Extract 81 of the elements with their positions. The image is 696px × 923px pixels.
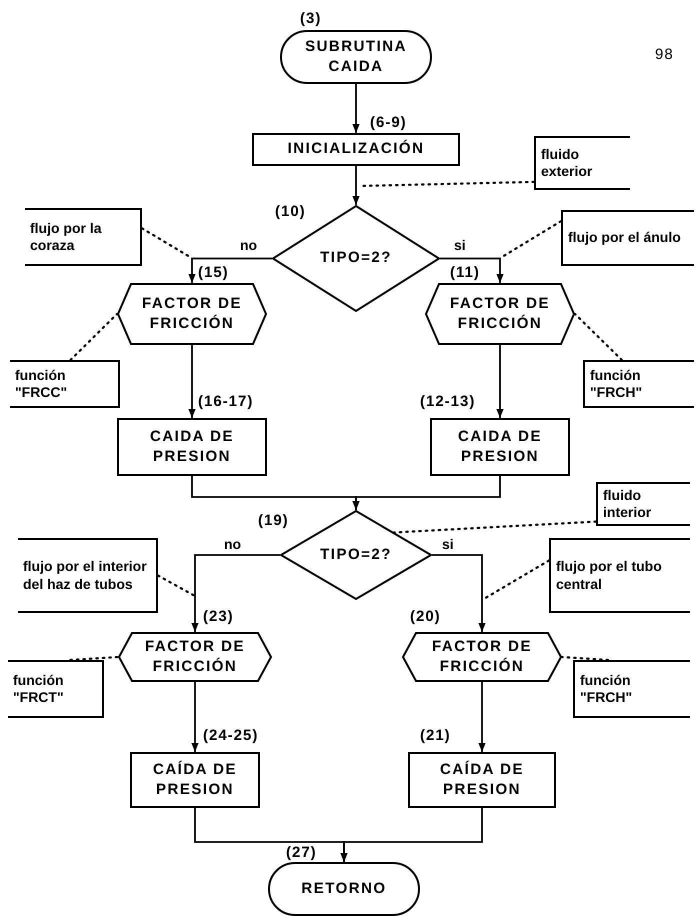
edge-label: si [452, 238, 468, 254]
annotation-text: flujo por la coraza [30, 220, 103, 254]
step-number: (15) [198, 264, 229, 281]
annotation-box [534, 136, 630, 190]
step-label: CAÍDA DE PRESION [439, 760, 525, 800]
annotation-box [25, 208, 142, 266]
preparation-hexagon [425, 283, 575, 345]
leader-line [156, 574, 196, 598]
step-number: (3) [300, 10, 322, 27]
step-label: FACTOR DE FRICCIÓN [431, 636, 533, 677]
annotation-box [561, 210, 694, 266]
leader-line [560, 656, 610, 662]
step-number: (11) [450, 264, 480, 281]
arrow [440, 258, 504, 283]
arrow [352, 476, 501, 510]
preparation-hexagon [117, 283, 267, 345]
step-number: (12-13) [420, 393, 476, 410]
arrow [352, 84, 360, 133]
preparation-hexagon [118, 632, 272, 682]
leader-line [69, 312, 118, 362]
step-label: RETORNO [301, 878, 387, 899]
arrow [188, 345, 196, 418]
annotation-text: fluido interior [603, 486, 652, 522]
annotation-box [10, 360, 120, 408]
step-label: FACTOR DE FRICCIÓN [144, 636, 246, 677]
process-box [130, 752, 260, 808]
annotation-text: función "FRCT" [13, 672, 65, 706]
terminal-shape [268, 862, 420, 916]
annotation-text: fluido exterior [541, 146, 594, 180]
terminal-shape [280, 30, 432, 84]
step-label: CAIDA DE PRESION [149, 426, 235, 467]
step-number: (24-25) [203, 727, 258, 744]
decision-diamond [272, 205, 440, 312]
annotation-box [8, 660, 104, 718]
step-label: INICIALIZACIÓN [288, 139, 424, 160]
process-box [252, 133, 460, 166]
step-number: (21) [420, 727, 451, 744]
process-box [117, 418, 267, 476]
preparation-hexagon [402, 632, 562, 682]
leader-line [500, 220, 562, 258]
leader-line [140, 227, 192, 258]
step-label: FACTOR DE FRICCIÓN [141, 294, 243, 334]
step-number: (6-9) [370, 114, 407, 131]
arrow [191, 682, 199, 752]
leader-line [69, 656, 120, 662]
step-label: CAIDA DE PRESION [457, 426, 543, 467]
annotation-box [18, 538, 158, 613]
step-label: TIPO=2? [320, 544, 392, 565]
step-number: (10) [275, 203, 306, 220]
step-number: (19) [258, 512, 289, 529]
step-number: (23) [203, 608, 234, 625]
annotation-box [583, 360, 694, 408]
leader-line [392, 520, 598, 534]
step-number: (27) [286, 844, 317, 861]
arrow [478, 682, 486, 752]
arrow [432, 554, 486, 632]
step-number: (16-17) [198, 393, 254, 410]
arrow [340, 808, 483, 862]
arrow [496, 345, 504, 418]
annotation-box [596, 482, 690, 526]
process-box [430, 418, 570, 476]
step-label: CAÍDA DE PRESION [152, 760, 238, 800]
annotation-text: función "FRCH" [590, 366, 644, 402]
annotation-text: función "FRCH" [580, 672, 634, 706]
step-label: FACTOR DE FRICCIÓN [449, 294, 551, 334]
arrow [191, 554, 280, 632]
annotation-box [573, 660, 690, 718]
annotation-text: flujo por el interior del haz de tubos [23, 558, 148, 593]
page-number: 98 [655, 46, 674, 63]
step-number: (20) [410, 608, 441, 625]
arrow [352, 166, 360, 205]
leader-line [574, 312, 623, 362]
arrow [188, 258, 272, 283]
step-label: SUBRUTINA CAIDA [304, 36, 408, 77]
annotation-text: función "FRCC" [15, 366, 68, 402]
annotation-box [549, 538, 690, 613]
annotation-text: flujo por el ánulo [568, 229, 681, 247]
process-box [408, 752, 556, 808]
annotation-text: flujo por el tubo central [556, 558, 663, 593]
step-label: TIPO=2? [320, 248, 392, 268]
edge-label: si [440, 537, 456, 552]
